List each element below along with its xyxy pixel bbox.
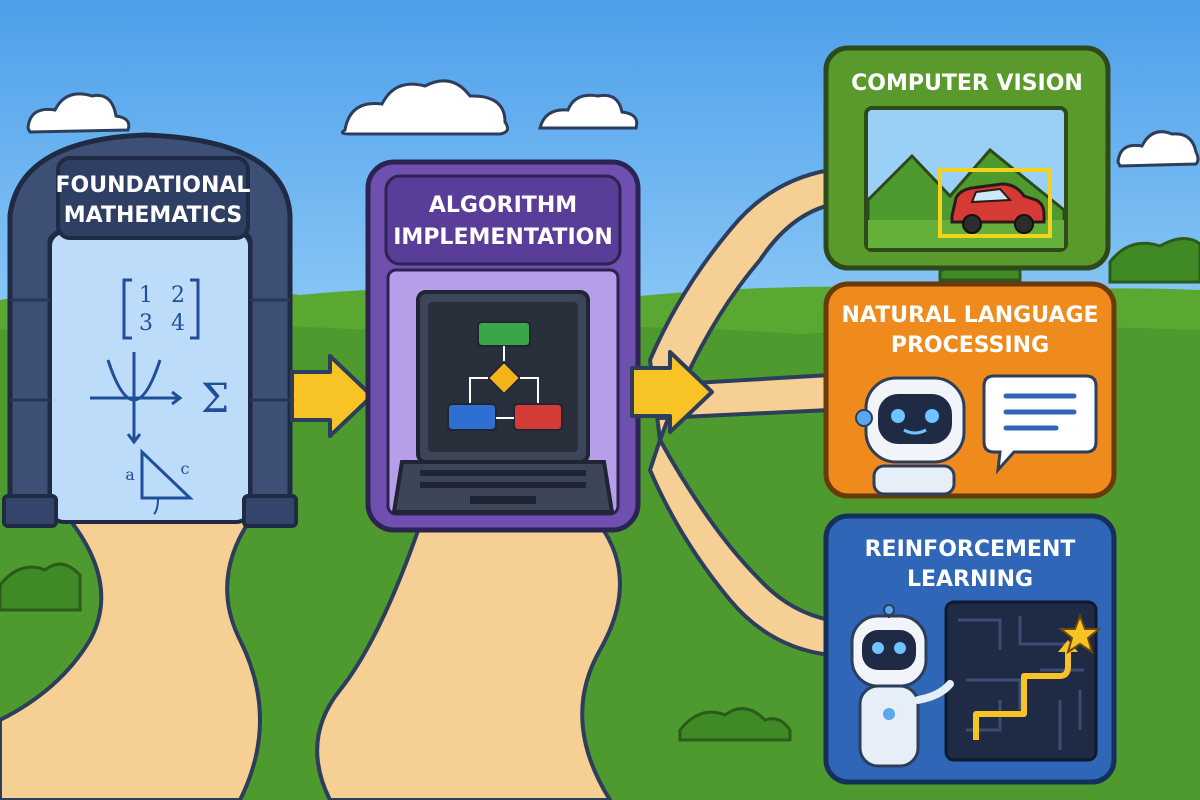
triangle-label-c: c [181, 459, 190, 478]
algorithm-stage: ALGORITHM IMPLEMENTATION [365, 159, 641, 533]
branch-reinforcement-learning: REINFORCEMENT LEARNING [823, 513, 1117, 785]
foundation-arch: FOUNDATIONAL MATHEMATICS 1 2 3 4 Σ a c [2, 132, 298, 528]
algorithm-title-line1: ALGORITHM [429, 193, 577, 218]
star-icon [1058, 613, 1102, 655]
winding-path [0, 518, 622, 800]
cloud-icon [538, 93, 639, 130]
matrix-cell: 4 [171, 311, 185, 336]
algorithm-title-box [384, 174, 622, 266]
matrix-cell: 3 [139, 311, 153, 336]
bushes [0, 562, 82, 612]
graph-axes-icon [90, 352, 183, 445]
nlp-title-line1: NATURAL LANGUAGE [841, 303, 1098, 328]
robot-icon [850, 604, 954, 768]
car-icon [950, 182, 1046, 234]
arch-sign [56, 156, 250, 240]
maze-icon [944, 600, 1098, 762]
algorithm-title-line2: IMPLEMENTATION [393, 225, 613, 250]
branch-nlp: NATURAL LANGUAGE PROCESSING [823, 281, 1117, 499]
arch-base [2, 494, 58, 528]
foundation-title-line1: FOUNDATIONAL [56, 173, 251, 198]
arrow-right-icon [630, 350, 714, 434]
sigma-icon: Σ [201, 376, 229, 422]
triangle-icon: a c [125, 448, 194, 515]
flowchart-icon [447, 321, 563, 431]
detection-box [938, 168, 1052, 238]
matrix-cell: 1 [139, 283, 153, 308]
branch-computer-vision: COMPUTER VISION [823, 45, 1111, 271]
arch-base [242, 494, 298, 528]
robot-icon [855, 376, 966, 496]
triangle-label-a: a [125, 465, 135, 484]
vision-title: COMPUTER VISION [851, 71, 1083, 96]
matrix-cell: 2 [171, 283, 185, 308]
bushes [678, 707, 792, 742]
chat-bubble-icon [982, 374, 1098, 475]
rl-title-line2: LEARNING [907, 567, 1033, 592]
rl-title-line1: REINFORCEMENT [865, 537, 1076, 562]
foundation-title-line2: MATHEMATICS [64, 203, 242, 228]
matrix-icon: 1 2 3 4 [122, 278, 200, 340]
cloud-icon [26, 92, 131, 134]
nlp-title-line2: PROCESSING [891, 333, 1049, 358]
arrow-right-icon [290, 354, 374, 438]
cloud-icon [340, 79, 510, 136]
cloud-icon [1116, 130, 1200, 168]
